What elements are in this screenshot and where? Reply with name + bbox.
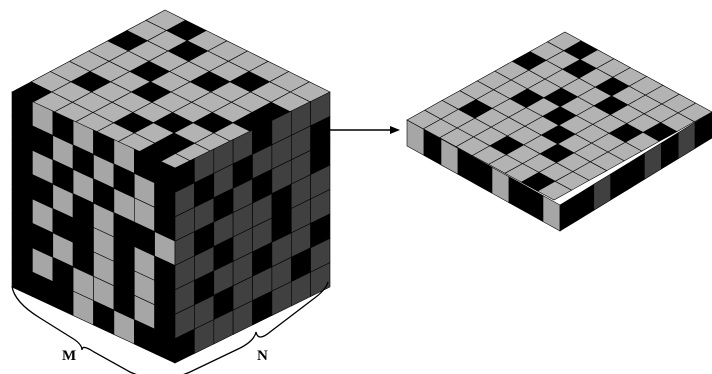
slab-right-voxel xyxy=(611,164,628,200)
slab-right-voxel xyxy=(577,184,594,220)
arrow xyxy=(330,126,400,134)
slab-top-face xyxy=(407,32,712,200)
voxel-slab xyxy=(407,32,712,231)
slab-right-voxel xyxy=(628,153,645,189)
arrow-head xyxy=(390,126,400,134)
slab-right-voxel xyxy=(594,174,611,210)
slab-right-voxel xyxy=(560,195,577,231)
voxel-cube xyxy=(12,10,330,363)
slab-left-voxel xyxy=(543,196,560,231)
dimension-label-n: N xyxy=(257,348,268,364)
dimension-label-m: M xyxy=(62,348,76,364)
